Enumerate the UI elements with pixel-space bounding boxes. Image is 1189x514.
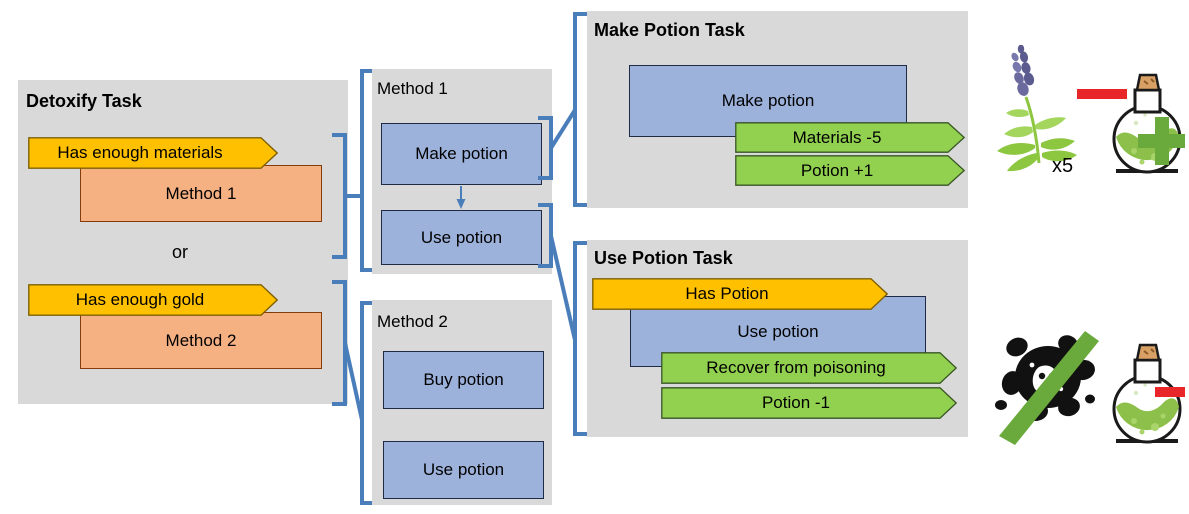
green-plus-icon: [1138, 117, 1185, 165]
make-potion-effect-materials-chevron: Materials -5: [735, 122, 965, 153]
chevron-shape: [735, 155, 965, 186]
detoxify-method-2-box: Method 2: [80, 312, 322, 369]
method-1-step-use-potion: Use potion: [381, 210, 542, 265]
bracket-make-potion-task-panel: [573, 12, 587, 207]
make-potion-task-title: Make Potion Task: [594, 20, 745, 40]
lavender-herb-icon: [997, 45, 1077, 172]
detoxify-task-title: Detoxify Task: [26, 91, 142, 111]
make-potion-effect-potion-chevron: Potion +1: [735, 155, 965, 186]
use-potion-effect-potion-chevron: Potion -1: [661, 387, 957, 419]
use-potion-effect-potion-label: Potion -1: [761, 393, 831, 412]
red-minus-icon: [1155, 387, 1185, 397]
green-slash-icon: [999, 331, 1099, 445]
bracket-use-potion-task-panel: [573, 241, 587, 436]
connector-make-potion-diagonal: [549, 108, 577, 150]
chevron-shape: [735, 122, 965, 153]
chevron-shape: [592, 278, 888, 310]
detoxify-condition-gold-label: Has enough gold: [75, 290, 205, 309]
method-1-title: Method 1: [377, 79, 448, 98]
use-potion-icon-group: [995, 331, 1185, 445]
use-potion-condition-chevron: Has Potion: [592, 278, 888, 310]
make-potion-effect-potion-label: Potion +1: [800, 160, 874, 180]
method-2-step-buy-potion: Buy potion: [383, 351, 544, 409]
connector-use-potion-diagonal: [549, 235, 577, 341]
use-potion-effect-recover-chevron: Recover from poisoning: [661, 352, 957, 384]
detoxify-or-label: or: [172, 242, 189, 262]
make-potion-effect-materials-label: Materials -5: [792, 127, 882, 147]
detoxify-condition-materials-chevron: Has enough materials: [28, 137, 278, 169]
plant-count-label: x5: [1052, 155, 1073, 177]
detoxify-condition-materials-label: Has enough materials: [57, 143, 223, 162]
method-2-step-use-potion: Use potion: [383, 441, 544, 499]
detoxify-method-1-box: Method 1: [80, 165, 322, 222]
bracket-method-2-panel: [360, 301, 372, 505]
detoxify-condition-gold-chevron: Has enough gold: [28, 284, 278, 316]
chevron-shape: [28, 284, 278, 316]
connector-method2-use-potion-diagonal: [551, 340, 575, 503]
chevron-shape: [661, 352, 957, 384]
method-1-step-make-potion: Make potion: [381, 123, 542, 185]
make-potion-icon-group: x5: [997, 45, 1185, 177]
use-potion-condition-label: Has Potion: [685, 284, 769, 303]
use-potion-task-title: Use Potion Task: [594, 248, 733, 268]
use-potion-effect-recover-label: Recover from poisoning: [706, 358, 886, 377]
method-2-title: Method 2: [377, 312, 448, 331]
chevron-shape: [28, 137, 278, 169]
red-minus-icon: [1077, 89, 1127, 99]
chevron-shape: [661, 387, 957, 419]
bracket-method-1-panel: [360, 69, 372, 272]
